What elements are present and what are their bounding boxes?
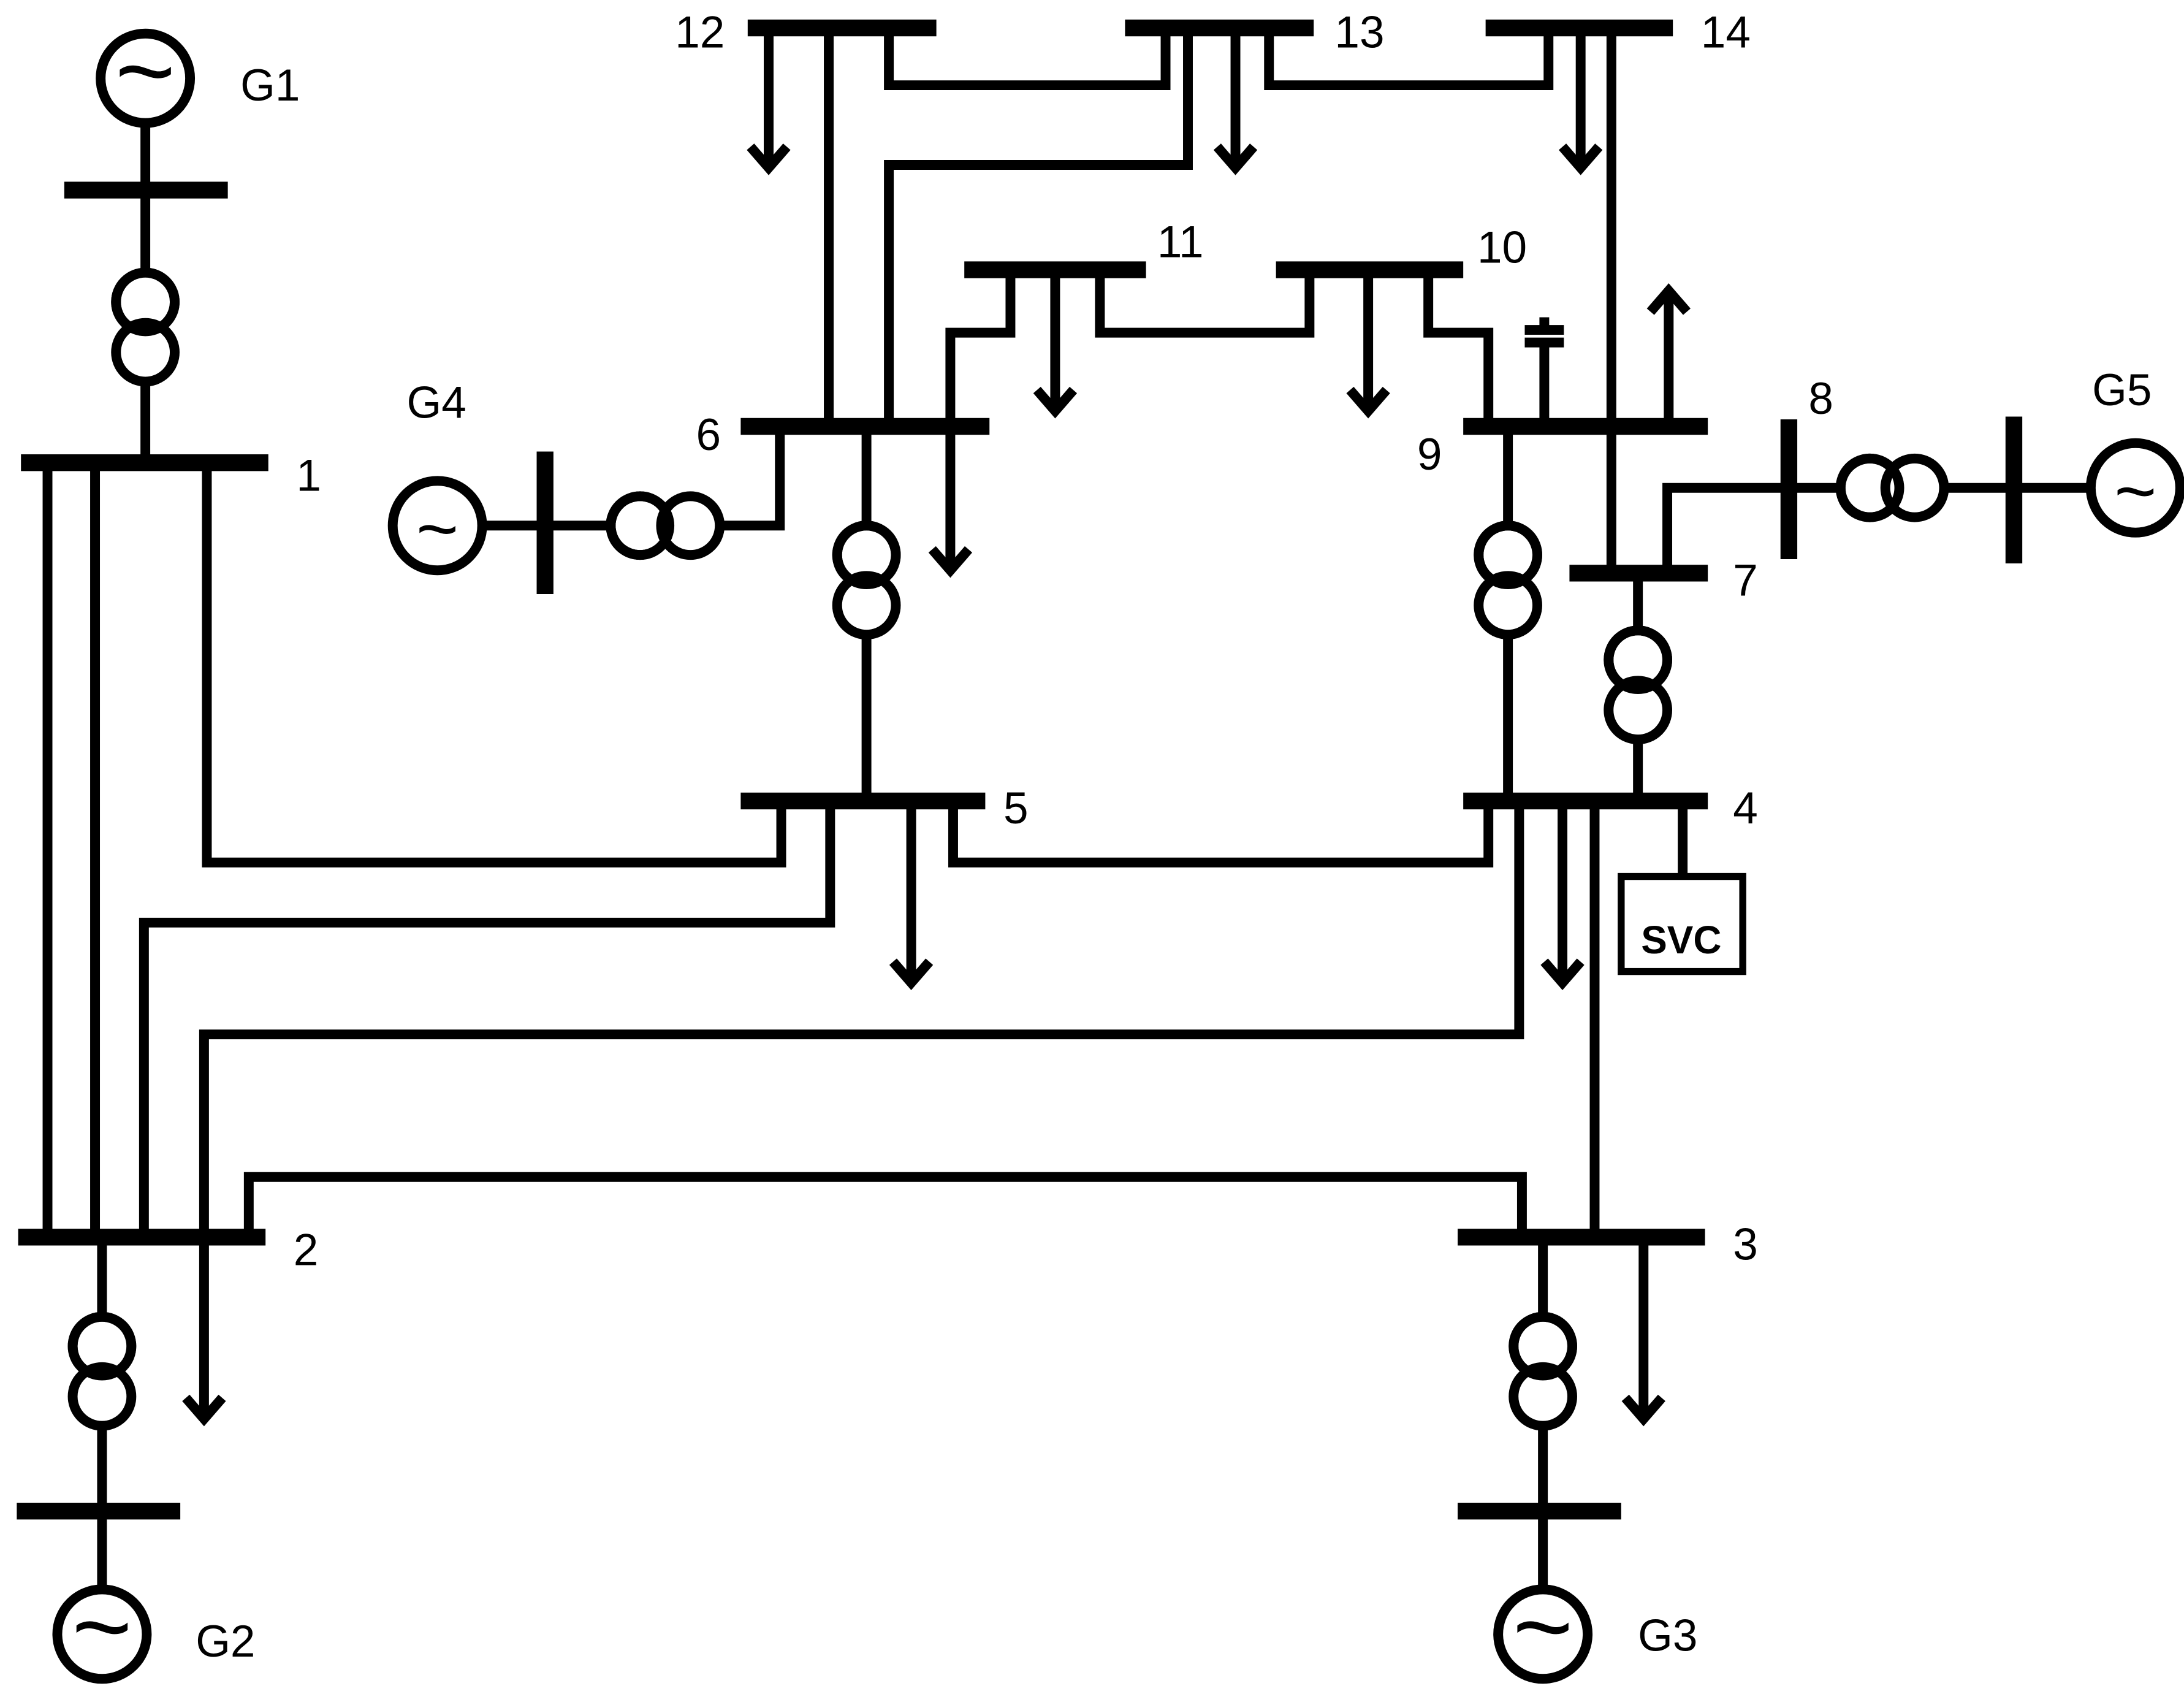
generator-g1-icon: ~ <box>96 12 196 128</box>
bus-label-2: 2 <box>294 1225 319 1275</box>
load-bus-2-arrow <box>182 1237 226 1427</box>
svg-text:~: ~ <box>1513 1568 1573 1684</box>
generator-g5-icon: ~ <box>2085 438 2184 538</box>
line-6-13 <box>884 28 1193 427</box>
bus-label-8: 8 <box>1808 374 1833 424</box>
line-13-14 <box>1264 28 1554 91</box>
bus-label-11: 11 <box>1157 218 1204 267</box>
load-bus-10-arrow <box>1346 270 1390 419</box>
line-2-5 <box>139 801 835 1237</box>
transformer-symbol <box>67 1311 137 1431</box>
svg-text:~: ~ <box>115 12 176 128</box>
line-6-11 <box>945 270 1016 427</box>
generator-label-g5: G5 <box>2092 365 2152 415</box>
loads <box>182 28 1691 1427</box>
transformer-symbol <box>1474 521 1542 640</box>
line-2-3 <box>243 1172 1527 1237</box>
load-bus-11-arrow <box>1033 270 1078 419</box>
generator-label-g3: G3 <box>1638 1611 1697 1661</box>
generator-g4-icon: ~ <box>387 476 487 576</box>
bus-label-12: 12 <box>675 8 725 58</box>
generator-g2-icon: ~ <box>52 1568 152 1684</box>
load-bus-12-arrow <box>747 28 791 175</box>
capacitor-symbol <box>1524 317 1564 427</box>
load-bus-6-arrow <box>928 426 973 578</box>
load-bus-5-arrow <box>889 801 934 991</box>
svg-text:~: ~ <box>2114 451 2156 532</box>
bus-label-1: 1 <box>296 451 321 500</box>
line-6-g4-tx <box>720 426 785 531</box>
bus-label-3: 3 <box>1733 1219 1758 1269</box>
svg-text:~: ~ <box>416 489 458 570</box>
generator-label-g2: G2 <box>196 1617 255 1666</box>
line-12-13 <box>884 28 1171 91</box>
svc-box <box>1618 872 1746 975</box>
bus-label-13: 13 <box>1334 8 1384 58</box>
transformer-symbol <box>606 491 725 560</box>
load-bus-3-arrow <box>1621 1237 1665 1427</box>
load-bus-14-arrow <box>1559 28 1603 175</box>
load-bus-4-arrow <box>1540 801 1585 991</box>
generator-g3-icon: ~ <box>1493 1568 1593 1684</box>
bus-label-6: 6 <box>696 410 721 460</box>
transformer-symbol <box>1604 625 1673 745</box>
generator-label-g4: G4 <box>406 378 466 428</box>
load-bus-13-arrow <box>1213 28 1258 175</box>
bus-label-4: 4 <box>1733 784 1758 833</box>
bus-label-5: 5 <box>1003 784 1029 833</box>
line-1-5 <box>202 462 786 868</box>
generator-label-g1: G1 <box>240 61 300 110</box>
bus-label-9: 9 <box>1417 430 1442 479</box>
transformer-symbol <box>111 267 180 387</box>
line-2-4 <box>199 801 1524 1237</box>
line-9-10 <box>1423 270 1494 427</box>
line-10-11 <box>1095 270 1315 338</box>
load-bus-9-arrow <box>1646 283 1691 427</box>
line-4-5 <box>948 801 1494 868</box>
transformer-symbol <box>1835 453 1949 522</box>
bus-label-10: 10 <box>1477 223 1527 273</box>
svc-label: SVC <box>1641 918 1721 962</box>
svg-text:~: ~ <box>72 1568 132 1684</box>
transmission-lines <box>42 28 2093 1590</box>
transformer-symbol <box>832 521 901 640</box>
bus-label-14: 14 <box>1701 8 1751 58</box>
transformer-symbol <box>1509 1311 1577 1431</box>
line-7-8 <box>1662 483 1789 573</box>
bus-label-7: 7 <box>1733 555 1758 605</box>
